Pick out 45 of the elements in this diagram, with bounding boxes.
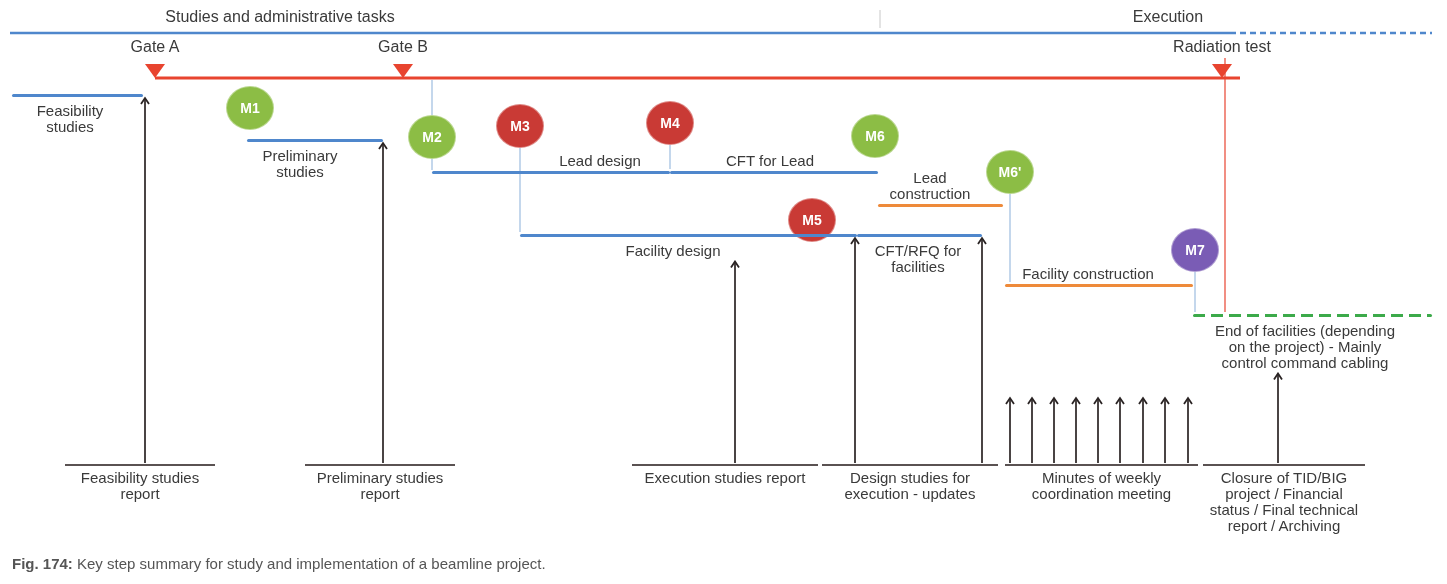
arrow [850,237,860,464]
connector-line [1224,57,1226,313]
report-label: Design studies for execution - updates [843,470,977,502]
milestone-circle: M3 [496,104,544,148]
report-label: Execution studies report [643,470,807,486]
task-label: Feasibility studies [35,102,105,135]
gate-label: Radiation test [1157,38,1287,56]
task-label: Lead construction [888,169,972,202]
report-label: Closure of TID/BIG project / Financial status / Final technical report / Archiving [1208,470,1360,534]
arrow [1049,397,1059,464]
connector-line [519,147,521,233]
connector-line [1009,193,1011,283]
figure-caption: Fig. 174: Key step summary for study and implementation of a beamline project. [12,555,546,573]
arrow [1027,397,1037,464]
arrow [1273,372,1283,464]
report-label: Feasibility studies report [79,470,201,502]
arrow [140,97,150,464]
milestone-circle: M7 [1171,228,1219,272]
milestone-circle: M6 [851,114,899,158]
task-label: Facility construction [1021,265,1155,282]
report-label: Preliminary studies report [315,470,445,502]
arrow [1093,397,1103,464]
arrow [730,260,740,464]
milestone-circle: M5 [788,198,836,242]
arrow [1138,397,1148,464]
task-label: End of facilities (depending on the project) - Mainly control command cabling [1213,322,1397,371]
connector-line [669,144,671,170]
milestone-circle: M4 [646,101,694,145]
arrow [1183,397,1193,464]
connector-line [1194,271,1196,313]
task-label: CFT for Lead [724,152,816,169]
task-label: Preliminary studies [261,147,339,180]
arrow [378,142,388,464]
milestone-circle: M1 [226,86,274,130]
arrow [1160,397,1170,464]
task-label: Lead design [558,152,642,169]
arrow [1071,397,1081,464]
task-label: Facility design [624,242,722,259]
milestone-circle: M6' [986,150,1034,194]
arrow [1005,397,1015,464]
report-label: Minutes of weekly coordination meeting [1030,470,1173,502]
task-label: CFT/RFQ for facilities [873,242,963,275]
milestone-circle: M2 [408,115,456,159]
arrow [1115,397,1125,464]
arrow [977,237,987,464]
